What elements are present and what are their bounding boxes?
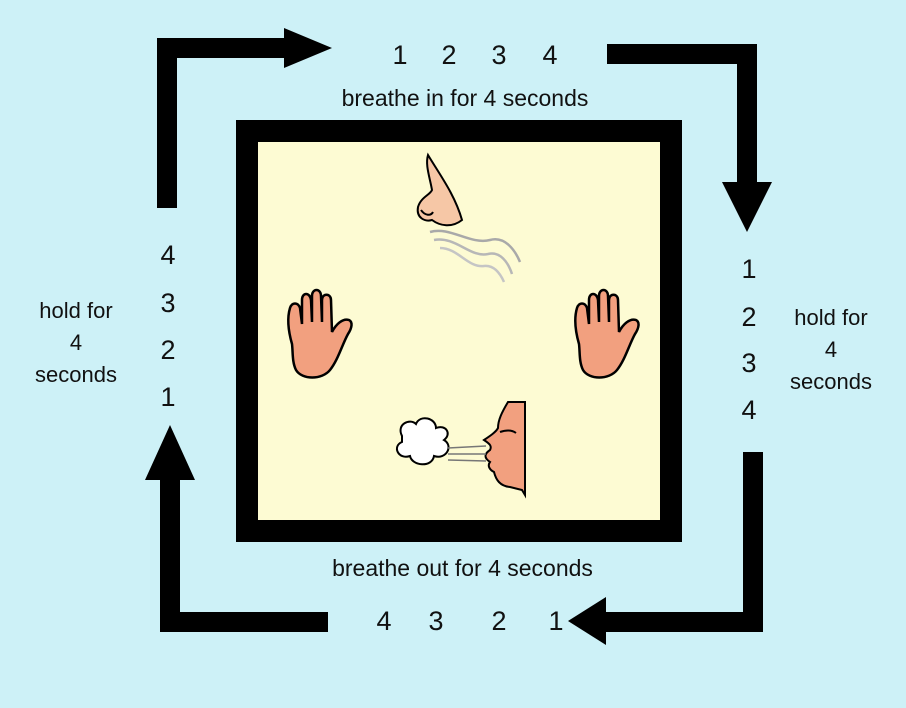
bottom-count-2: 2 <box>491 606 507 636</box>
right-count-2: 2 <box>741 302 757 332</box>
top-count-2: 2 <box>441 40 457 70</box>
bottom-count-1: 1 <box>548 606 564 636</box>
left-count-3: 3 <box>160 288 176 318</box>
face-blowing-icon <box>395 401 526 499</box>
arrow-bottom <box>568 452 763 645</box>
left-hold-line-2: 4 <box>69 329 83 355</box>
right-hand-icon <box>574 288 640 379</box>
right-hold-line-1: hold for <box>794 305 868 330</box>
left-hold-line-3: seconds <box>35 361 117 387</box>
arrow-right <box>607 44 772 232</box>
right-count-1: 1 <box>741 254 757 284</box>
left-count-1: 1 <box>160 382 176 412</box>
top-count-3: 3 <box>491 40 507 70</box>
bottom-count-3: 3 <box>428 606 444 636</box>
right-count-4: 4 <box>741 395 757 425</box>
bottom-count-4: 4 <box>376 606 392 636</box>
left-hold-line-1: hold for <box>39 298 113 323</box>
top-count-1: 1 <box>392 40 408 70</box>
right-hold-caption: hold for 4 seconds <box>770 302 892 398</box>
arrow-left <box>145 425 328 632</box>
right-hold-line-3: seconds <box>790 368 872 394</box>
arrow-top <box>157 28 332 208</box>
nose-breath-icon <box>416 152 522 283</box>
left-hold-caption: hold for 4 seconds <box>14 295 138 391</box>
left-count-4: 4 <box>160 240 176 270</box>
breathe-out-caption: breathe out for 4 seconds <box>332 555 593 581</box>
right-count-3: 3 <box>741 348 757 378</box>
left-hand-icon <box>287 288 353 379</box>
left-count-2: 2 <box>160 335 176 365</box>
top-count-4: 4 <box>542 40 558 70</box>
right-hold-line-2: 4 <box>824 336 838 362</box>
breathe-in-caption: breathe in for 4 seconds <box>341 85 589 111</box>
